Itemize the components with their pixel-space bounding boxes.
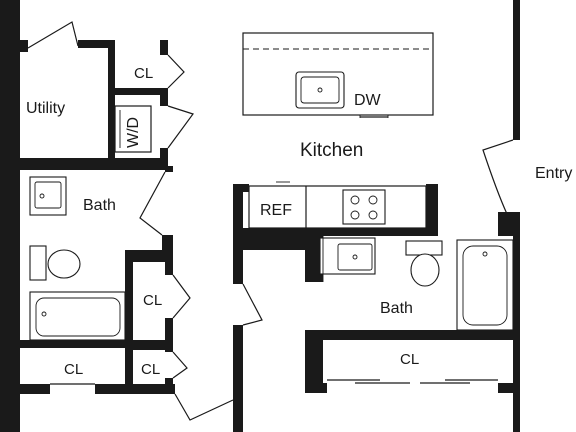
dishwasher-label: DW (354, 92, 382, 109)
toilet-left-icon (47, 249, 81, 279)
room-labels: Kitchen Entry Utility W/D DW REF Bath Ba… (26, 65, 572, 378)
closet-top-label: CL (134, 65, 153, 82)
refrigerator-label: REF (260, 202, 292, 219)
toilet-right-icon (410, 253, 440, 287)
doors (27, 21, 514, 421)
bath-right-label: Bath (380, 300, 413, 317)
walls (0, 0, 520, 432)
bathtub-left-icon (29, 291, 126, 341)
left-bath-fixtures (29, 176, 126, 341)
right-bath-fixtures (319, 237, 514, 331)
utility-label: Utility (26, 100, 65, 117)
kitchen-label: Kitchen (300, 140, 363, 161)
closet-right-label: CL (400, 351, 419, 368)
kitchen-counter (248, 181, 427, 229)
kitchen-island (242, 32, 434, 118)
stove-icon (342, 189, 386, 225)
bathtub-right-icon (456, 239, 514, 331)
entry-label: Entry (535, 165, 572, 182)
bath-sink-right-icon (319, 237, 376, 275)
closet-mid-label: CL (143, 292, 162, 309)
toilet-tank-right-icon (405, 240, 443, 256)
washer-dryer (114, 105, 152, 153)
washer-dryer-label: W/D (125, 117, 142, 148)
bath-left-label: Bath (83, 197, 116, 214)
bath-sink-left-icon (29, 176, 67, 216)
closet-bottom-small-label: CL (141, 361, 160, 378)
island-sink-icon (295, 71, 345, 109)
closet-bottom-left-label: CL (64, 361, 83, 378)
toilet-tank-left-icon (29, 245, 47, 281)
